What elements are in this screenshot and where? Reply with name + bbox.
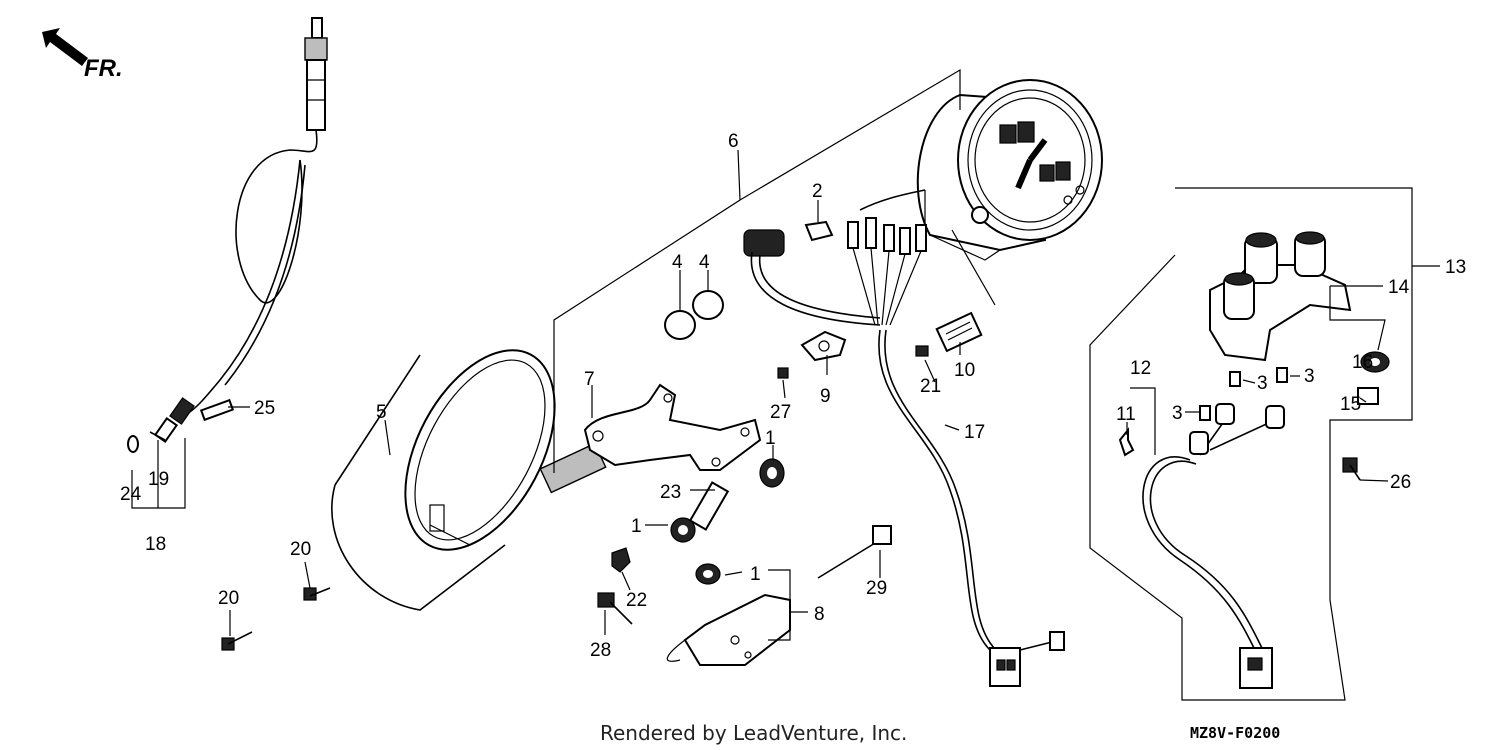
callout-19: 19 [148, 469, 169, 490]
callout-labels: 6 2 4 4 7 5 9 27 1 23 1 1 22 8 29 28 20 … [120, 131, 1466, 661]
collar-part [688, 481, 730, 531]
callout-24: 24 [120, 484, 142, 505]
callout-29: 29 [866, 578, 887, 599]
speedometer-gauge [916, 79, 1103, 261]
speedometer-cable [127, 17, 328, 453]
callout-8: 8 [814, 604, 825, 625]
callout-21: 21 [920, 376, 941, 397]
speedometer-joint [915, 311, 983, 357]
callout-11: 11 [1116, 404, 1136, 425]
callout-18: 18 [145, 534, 166, 555]
footer-credit: Rendered by LeadVenture, Inc. [600, 721, 907, 745]
wire-clamp [777, 330, 847, 379]
meter-bracket [666, 593, 791, 666]
callout-26: 26 [1390, 472, 1411, 493]
callout-22: 22 [626, 590, 647, 611]
callout-4a: 4 [672, 252, 683, 273]
callout-10: 10 [954, 360, 975, 381]
callout-13: 13 [1445, 257, 1466, 278]
callout-12: 12 [1130, 358, 1151, 379]
callout-1a: 1 [765, 428, 776, 449]
callout-16: 16 [1352, 352, 1373, 373]
callout-15: 15 [1340, 394, 1361, 415]
callout-4b: 4 [699, 252, 710, 273]
meter-harness [847, 189, 1065, 687]
callout-28: 28 [590, 640, 611, 661]
callout-1c: 1 [750, 564, 761, 585]
callout-25: 25 [254, 398, 275, 419]
callout-3a: 3 [1257, 373, 1268, 394]
callout-3c: 3 [1172, 403, 1183, 424]
callout-14: 14 [1388, 277, 1410, 298]
direction-label: FR. [84, 55, 123, 82]
callout-27: 27 [770, 402, 791, 423]
callout-20a: 20 [290, 539, 311, 560]
grommet-parts [670, 458, 785, 585]
callout-1b: 1 [631, 516, 642, 537]
callout-23: 23 [660, 482, 681, 503]
callout-3b: 3 [1304, 366, 1315, 387]
indicator-harness [1118, 367, 1288, 689]
meter-stay [539, 383, 762, 494]
callout-7: 7 [584, 369, 595, 390]
callout-20b: 20 [218, 588, 239, 609]
hardware-bolts [221, 525, 892, 651]
indicator-caps [664, 220, 881, 340]
callout-6: 6 [728, 131, 739, 152]
assembly-boundaries [131, 68, 1440, 701]
callout-17: 17 [964, 422, 985, 443]
diagram-code: MZ8V-F0200 [1190, 724, 1280, 742]
callout-5: 5 [376, 402, 387, 423]
callout-2: 2 [812, 181, 823, 202]
front-direction-arrow-icon [42, 28, 88, 66]
callout-9: 9 [820, 386, 831, 407]
meter-case [331, 349, 556, 611]
